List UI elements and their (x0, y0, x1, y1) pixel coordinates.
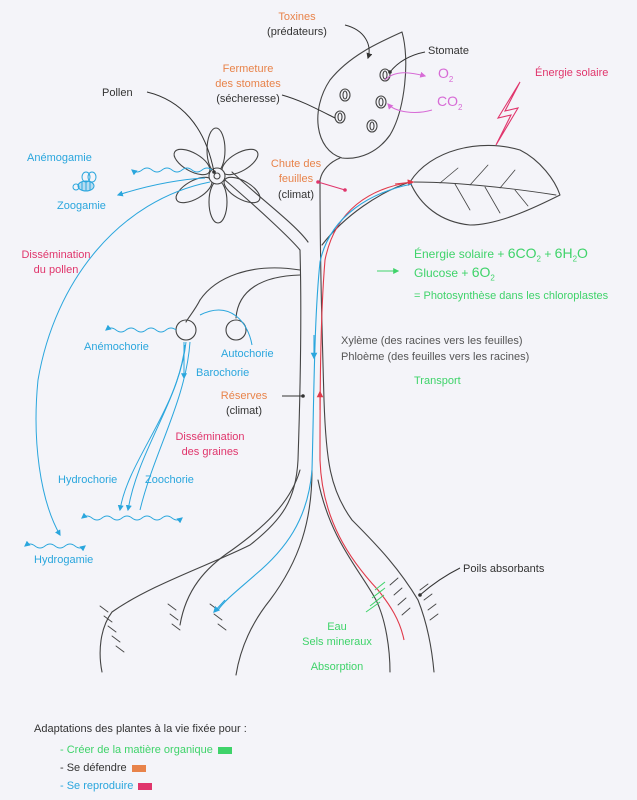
big-leaf-stalk (321, 181, 411, 246)
legend-swatch-pink (138, 782, 153, 790)
label-xyleme: Xylème (des racines vers les feuilles) (341, 335, 523, 347)
label-dissemination-pollen-2: du pollen (33, 264, 79, 276)
label-photosynthese: = Photosynthèse dans les chloroplastes (414, 290, 609, 302)
upper-leaf (317, 31, 407, 159)
label-zoogamie: Zoogamie (57, 200, 106, 212)
legend: Adaptations des plantes à la vie fixée p… (34, 723, 247, 792)
o2-arrow (384, 71, 427, 81)
label-autochorie: Autochorie (221, 348, 274, 360)
label-anemogamie: Anémogamie (27, 152, 92, 164)
fruit-2 (225, 319, 247, 341)
fruit-1 (175, 319, 197, 341)
label-o2: O2 (438, 65, 454, 84)
label-fermeture-1: Fermeture (222, 63, 274, 75)
lightning-bolt (495, 81, 521, 146)
label-pollen: Pollen (102, 87, 133, 99)
formula-line-2: Glucose + 6O2 (414, 264, 495, 283)
legend-swatch-orange (131, 764, 146, 772)
legend-title: Adaptations des plantes à la vie fixée p… (34, 723, 247, 735)
label-anemochorie: Anémochorie (84, 341, 149, 353)
stem-left-outline (99, 249, 302, 673)
big-leaf (409, 144, 561, 226)
bee-icon (72, 171, 97, 192)
xylem-arrow-leaf (394, 179, 415, 186)
fruit-branch (199, 267, 301, 301)
label-transport: Transport (414, 375, 461, 387)
label-dissemination-graines-1: Dissémination (175, 431, 245, 443)
label-reserves: Réserves (220, 390, 268, 402)
label-zoochorie: Zoochorie (145, 474, 194, 486)
label-energie-solaire: Énergie solaire (535, 67, 609, 79)
label-hydrochorie: Hydrochorie (58, 474, 118, 486)
label-barochorie: Barochorie (196, 367, 250, 379)
flower-branch (224, 179, 301, 251)
label-chute-1: Chute des (270, 158, 322, 170)
phloem-path (217, 183, 413, 611)
stem-right-outline (319, 179, 435, 673)
label-chute-2: feuilles (278, 173, 314, 185)
label-predateurs: (prédateurs) (267, 26, 327, 38)
legend-item-label: - Se reproduire (60, 780, 134, 792)
label-stomate: Stomate (428, 45, 469, 57)
label-secheresse: (sécheresse) (216, 93, 280, 105)
label-dissemination-graines-2: des graines (181, 446, 239, 458)
label-dissemination-pollen-1: Dissémination (21, 249, 91, 261)
legend-item-creer: - Créer de la matière organique (34, 744, 247, 756)
legend-item-label: - Créer de la matière organique (60, 744, 213, 756)
upper-leaf-stalk (319, 157, 341, 181)
legend-item-label: - Se défendre (60, 762, 127, 774)
label-phloeme: Phloème (des feuilles vers les racines) (341, 351, 530, 363)
label-fermeture-2: des stomates (215, 78, 281, 90)
label-climat-2: (climat) (225, 405, 263, 417)
label-sels: Sels mineraux (302, 636, 372, 648)
legend-item-defendre: - Se défendre (34, 762, 247, 774)
legend-item-reproduire: - Se reproduire (34, 780, 247, 792)
label-climat-1: (climat) (277, 189, 315, 201)
label-toxines: Toxines (278, 11, 316, 23)
flower (173, 127, 261, 224)
label-eau: Eau (327, 621, 347, 633)
phloem-arrow-root (213, 599, 226, 613)
label-hydrogamie: Hydrogamie (34, 554, 94, 566)
label-poils-absorbants: Poils absorbants (463, 563, 545, 575)
formula-line-1: Énergie solaire + 6CO2 + 6H2O (414, 245, 588, 264)
co2-arrow (387, 103, 433, 113)
label-absorption: Absorption (310, 661, 364, 673)
label-co2: CO2 (437, 93, 463, 112)
legend-swatch-green (217, 746, 232, 754)
